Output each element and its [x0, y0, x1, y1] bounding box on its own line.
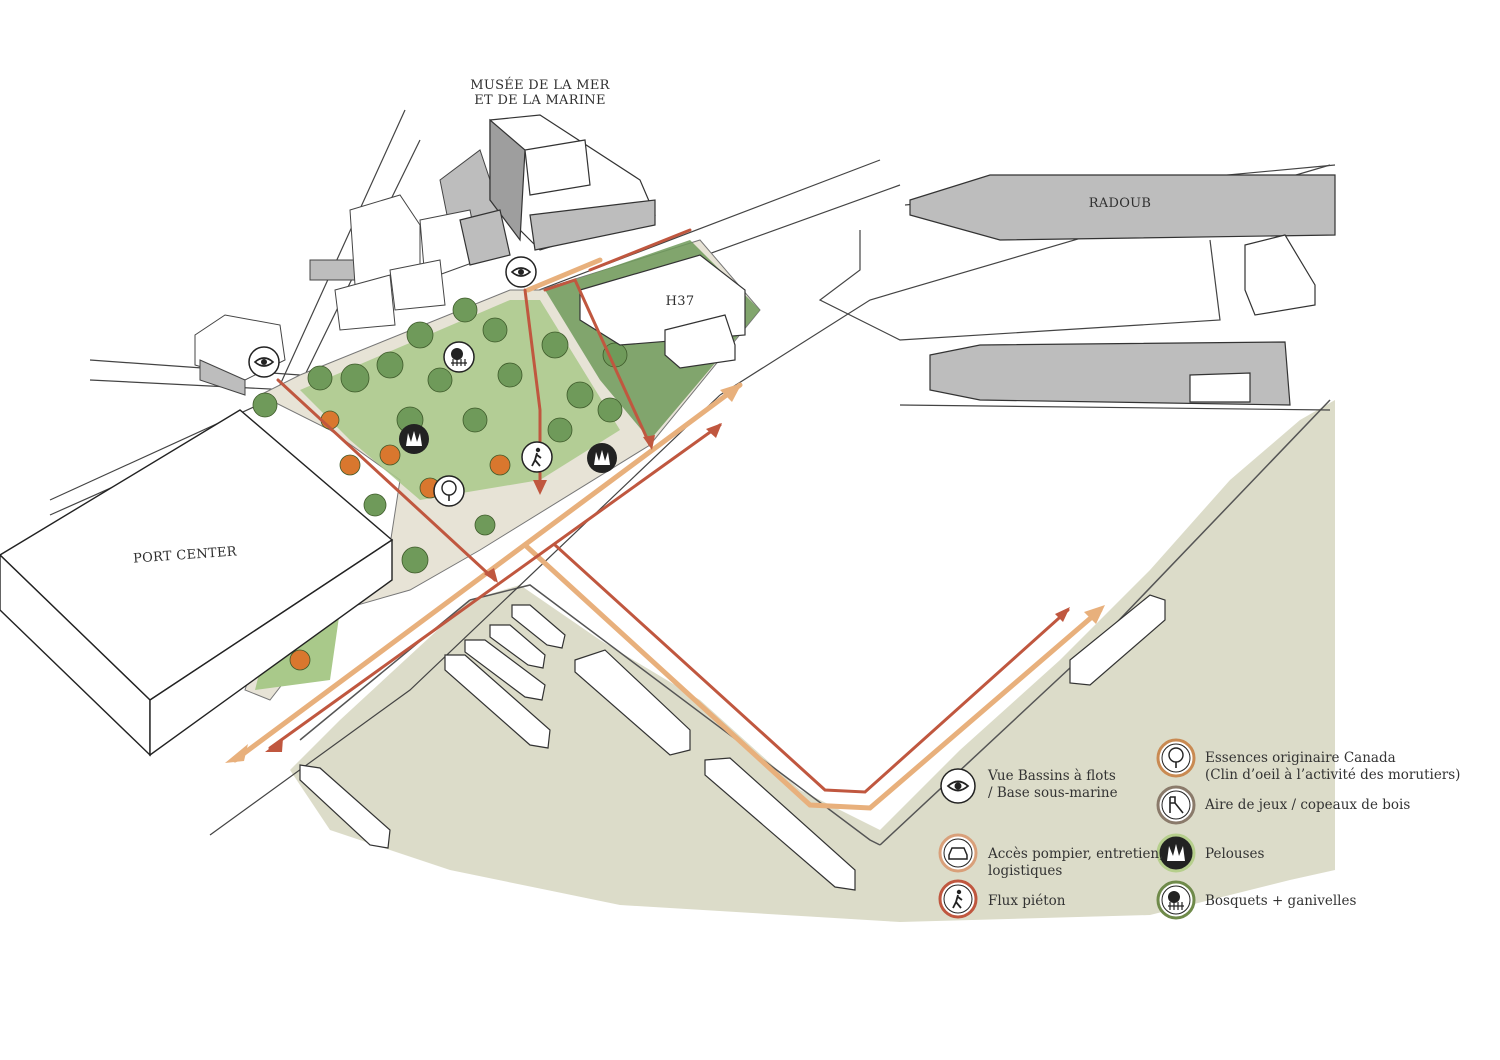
pedestrian-icon [521, 441, 553, 473]
musee-label-line2: ET DE LA MARINE [474, 93, 606, 108]
pedestrian-icon [938, 879, 978, 919]
legend-acces-line1: Accès pompier, entretien, [988, 846, 1164, 862]
eye-icon [940, 768, 976, 804]
grass-icon [587, 443, 617, 473]
legend-essences-line2: (Clin d’oeil à l’activité des morutiers) [1205, 767, 1461, 783]
legend-vue: Vue Bassins à flots / Base sous-marine [988, 768, 1118, 802]
legend-bosquets-line1: Bosquets + ganivelles [1205, 893, 1357, 909]
legend-acces-line2: logistiques [988, 863, 1063, 879]
legend-aire: Aire de jeux / copeaux de bois [1205, 797, 1410, 814]
legend-aire-line1: Aire de jeux / copeaux de bois [1205, 797, 1411, 813]
trees [252, 297, 628, 671]
eye-icon [505, 256, 537, 288]
legend-flux: Flux piéton [988, 893, 1065, 910]
musee-building [459, 114, 656, 266]
radoub-dock [909, 174, 1336, 406]
route-arrowheads-pedestrian [265, 423, 1070, 752]
legend-icons [938, 738, 1196, 920]
car-icon [938, 833, 978, 873]
eye-icon [248, 346, 280, 378]
musee-label: MUSÉE DE LA MER ET DE LA MARINE [455, 78, 625, 108]
playground-icon [1156, 785, 1196, 825]
radoub-label: RADOUB [1088, 196, 1152, 211]
water-basin [290, 400, 1335, 922]
legend-acces: Accès pompier, entretien, logistiques [988, 846, 1163, 880]
tree-icon [433, 475, 465, 507]
map-markers [248, 256, 617, 507]
legend-vue-line2: / Base sous-marine [988, 785, 1118, 801]
grass-icon [1156, 833, 1196, 873]
legend-pelouses: Pelouses [1205, 846, 1264, 863]
h37-label: H37 [665, 294, 695, 309]
route-arrowheads [225, 383, 1105, 763]
legend-essences: Essences originaire Canada (Clin d’oeil … [1205, 750, 1460, 784]
tree-icon [1156, 738, 1196, 778]
legend-pelouses-line1: Pelouses [1205, 846, 1265, 862]
musee-label-line1: MUSÉE DE LA MER [470, 78, 610, 93]
buildings-background [194, 149, 501, 396]
port-center-building [0, 409, 394, 757]
legend-flux-line1: Flux piéton [988, 893, 1066, 909]
legend-essences-line1: Essences originaire Canada [1205, 750, 1396, 766]
grass-icon [399, 424, 429, 454]
bush-fence-icon [443, 341, 475, 373]
legend-bosquets: Bosquets + ganivelles [1205, 893, 1356, 910]
legend-vue-line1: Vue Bassins à flots [988, 768, 1116, 784]
h37-building [579, 254, 746, 369]
bush-fence-icon [1156, 880, 1196, 920]
boats [299, 594, 1166, 891]
